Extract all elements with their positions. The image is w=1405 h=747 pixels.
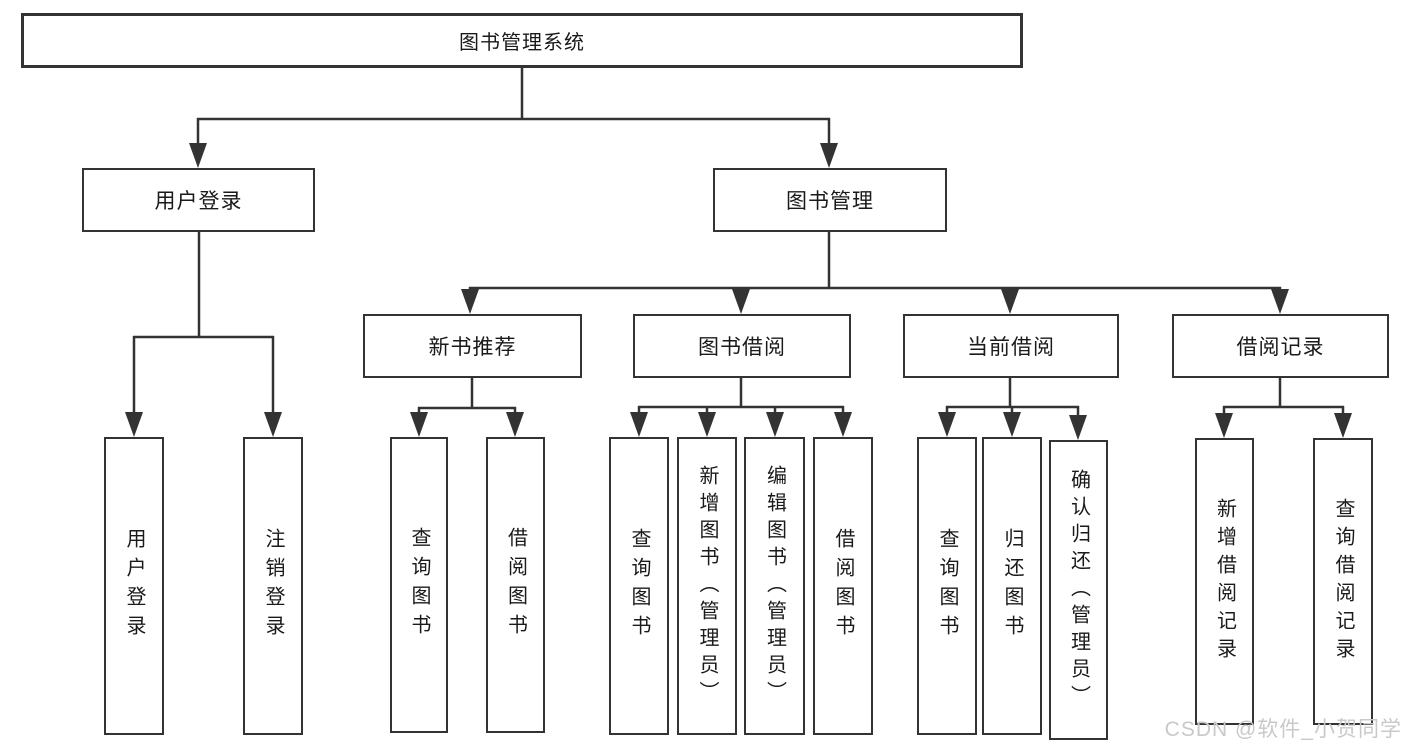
connector-root-to-level2	[189, 68, 838, 168]
node-leaf-query-books-current-label: 查询图书	[936, 528, 958, 644]
node-leaf-logout: 注销登录	[243, 437, 303, 735]
connector-recommend-to-leaves	[410, 378, 524, 437]
node-leaf-confirm-return-admin-label: 确认归还（管理员）	[1067, 468, 1090, 712]
node-book-borrow: 图书借阅	[633, 314, 851, 378]
node-leaf-add-books-admin-label: 新增图书（管理员）	[696, 464, 718, 708]
node-leaf-add-borrow-record-label: 新增借阅记录	[1213, 497, 1236, 666]
node-root: 图书管理系统	[21, 13, 1023, 68]
node-leaf-borrow-books-label: 借阅图书	[832, 528, 854, 644]
node-current-borrow-label: 当前借阅	[967, 336, 1055, 359]
node-leaf-query-books-borrow-label: 查询图书	[628, 528, 650, 644]
node-leaf-edit-books-admin-label: 编辑图书（管理员）	[763, 464, 786, 708]
node-root-label: 图书管理系统	[459, 32, 585, 54]
node-borrow-records: 借阅记录	[1172, 314, 1389, 378]
node-leaf-edit-books-admin: 编辑图书（管理员）	[744, 437, 805, 735]
node-user-login-label: 用户登录	[154, 190, 243, 213]
node-leaf-query-books-recommend: 查询图书	[390, 437, 448, 733]
connector-records-to-leaves	[1215, 378, 1352, 438]
node-leaf-query-books-current: 查询图书	[917, 437, 977, 735]
connector-book-management-to-level3	[461, 232, 1289, 314]
node-leaf-add-borrow-record: 新增借阅记录	[1195, 438, 1254, 725]
node-leaf-add-books-admin: 新增图书（管理员）	[677, 437, 737, 735]
node-book-management-label: 图书管理	[786, 190, 874, 213]
node-leaf-confirm-return-admin: 确认归还（管理员）	[1049, 440, 1108, 740]
node-book-management: 图书管理	[713, 168, 947, 232]
node-leaf-query-borrow-record-label: 查询借阅记录	[1332, 497, 1354, 666]
node-leaf-return-books: 归还图书	[982, 437, 1042, 735]
node-leaf-logout-label: 注销登录	[262, 528, 284, 644]
node-leaf-borrow-books: 借阅图书	[813, 437, 873, 735]
watermark: CSDN @软件_小贺同学	[1164, 718, 1402, 741]
node-book-borrow-label: 图书借阅	[698, 336, 786, 359]
node-new-book-recommend-label: 新书推荐	[428, 336, 517, 359]
node-leaf-query-books-borrow: 查询图书	[609, 437, 669, 735]
node-leaf-borrow-books-recommend: 借阅图书	[486, 437, 545, 733]
connector-borrow-to-leaves	[630, 378, 852, 437]
node-leaf-query-borrow-record: 查询借阅记录	[1313, 438, 1373, 725]
node-leaf-user-login-label: 用户登录	[123, 528, 145, 644]
node-current-borrow: 当前借阅	[903, 314, 1119, 378]
node-borrow-records-label: 借阅记录	[1236, 336, 1325, 359]
node-leaf-return-books-label: 归还图书	[1001, 528, 1023, 644]
node-leaf-user-login: 用户登录	[104, 437, 164, 735]
node-new-book-recommend: 新书推荐	[363, 314, 582, 378]
node-leaf-borrow-books-recommend-label: 借阅图书	[504, 527, 527, 643]
connector-current-to-leaves	[938, 378, 1087, 440]
node-user-login: 用户登录	[82, 168, 315, 232]
connector-user-login-to-leaves	[125, 232, 282, 437]
node-leaf-query-books-recommend-label: 查询图书	[408, 527, 430, 643]
